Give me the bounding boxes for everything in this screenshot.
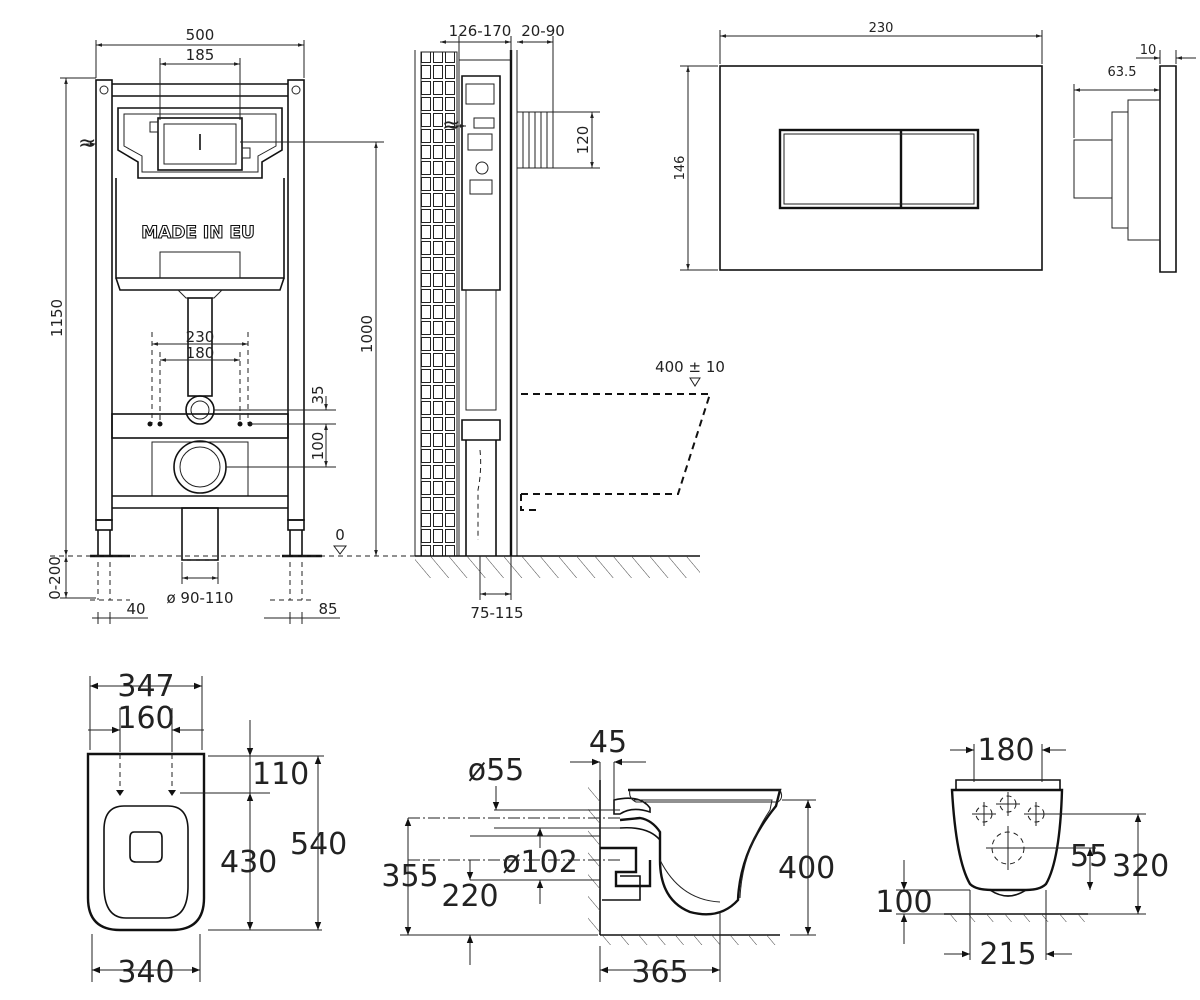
floor-zero-label: 0	[335, 526, 345, 544]
dim-bolt-depth-110: 110	[252, 757, 309, 792]
dim-back-offset-55: 55	[1070, 839, 1108, 874]
dim-outlet-offset: 75-115	[470, 604, 523, 622]
dim-foot-40: 40	[126, 600, 145, 618]
dim-wall-depth: 20-90	[521, 22, 565, 40]
dim-plate-depth-63-5: 63.5	[1108, 65, 1137, 80]
dim-wall-offset-45: 45	[589, 725, 627, 760]
dim-frame-height: 1150	[48, 299, 66, 337]
dim-outlet-diameter: ø102	[502, 845, 578, 880]
flush-plate-views: 230 146 63.5 10	[673, 21, 1196, 273]
dim-offset-35: 35	[309, 385, 327, 404]
dim-plate-depth-10: 10	[1140, 43, 1157, 58]
dim-back-height-320: 320	[1112, 849, 1169, 884]
dim-plate-height: 146	[673, 156, 688, 181]
dim-foot-85: 85	[318, 600, 337, 618]
dim-bolt-spacing-160: 160	[117, 701, 174, 736]
dim-clearance-100: 100	[875, 885, 932, 920]
dim-offset-100: 100	[309, 432, 327, 461]
dim-bowl-width-340: 340	[117, 955, 174, 990]
dim-bolt-spacing-180: 180	[186, 344, 215, 362]
dim-inlet-diameter: ø55	[468, 753, 525, 788]
dim-back-base-215: 215	[979, 937, 1036, 972]
dim-leg-adjust: 0-200	[46, 556, 64, 600]
dim-cistern-width: 185	[186, 46, 215, 64]
bowl-side-view: 45 ø55 ø102 355 220 400 365	[381, 725, 835, 990]
dim-projection-365: 365	[631, 955, 688, 990]
bowl-back-view: 180 55 320 100 215	[875, 733, 1169, 972]
dim-bowl-depth-430: 430	[220, 845, 277, 880]
dim-plate-width: 230	[869, 21, 894, 36]
dim-frame-depth: 126-170	[449, 22, 512, 40]
dim-bolt-spacing-230: 230	[186, 328, 215, 346]
side-water-inlet-symbol: ≈	[442, 113, 460, 138]
frame-side-view: ≈ 400 ± 10 126-170 20-90 120	[414, 22, 725, 622]
dim-flush-height: 1000	[358, 315, 376, 353]
dim-rim-height-400: 400	[778, 851, 835, 886]
dim-seat-height: 400 ± 10	[655, 358, 725, 376]
dim-inlet-height-355: 355	[381, 859, 438, 894]
dim-bowl-width-347: 347	[117, 669, 174, 704]
dim-outlet-height-220: 220	[441, 879, 498, 914]
dim-bowl-length-540: 540	[290, 827, 347, 862]
bowl-top-view: 347 160 110 430 540 340	[86, 669, 347, 990]
dim-inlet-120: 120	[574, 126, 592, 155]
made-in-eu-stamp: MADE IN EU	[141, 223, 255, 243]
frame-front-view: MADE IN EU 500	[46, 26, 415, 624]
dim-frame-width: 500	[186, 26, 215, 44]
dim-pipe-diameter: ø 90-110	[166, 589, 233, 607]
dim-back-width-180: 180	[977, 733, 1034, 768]
